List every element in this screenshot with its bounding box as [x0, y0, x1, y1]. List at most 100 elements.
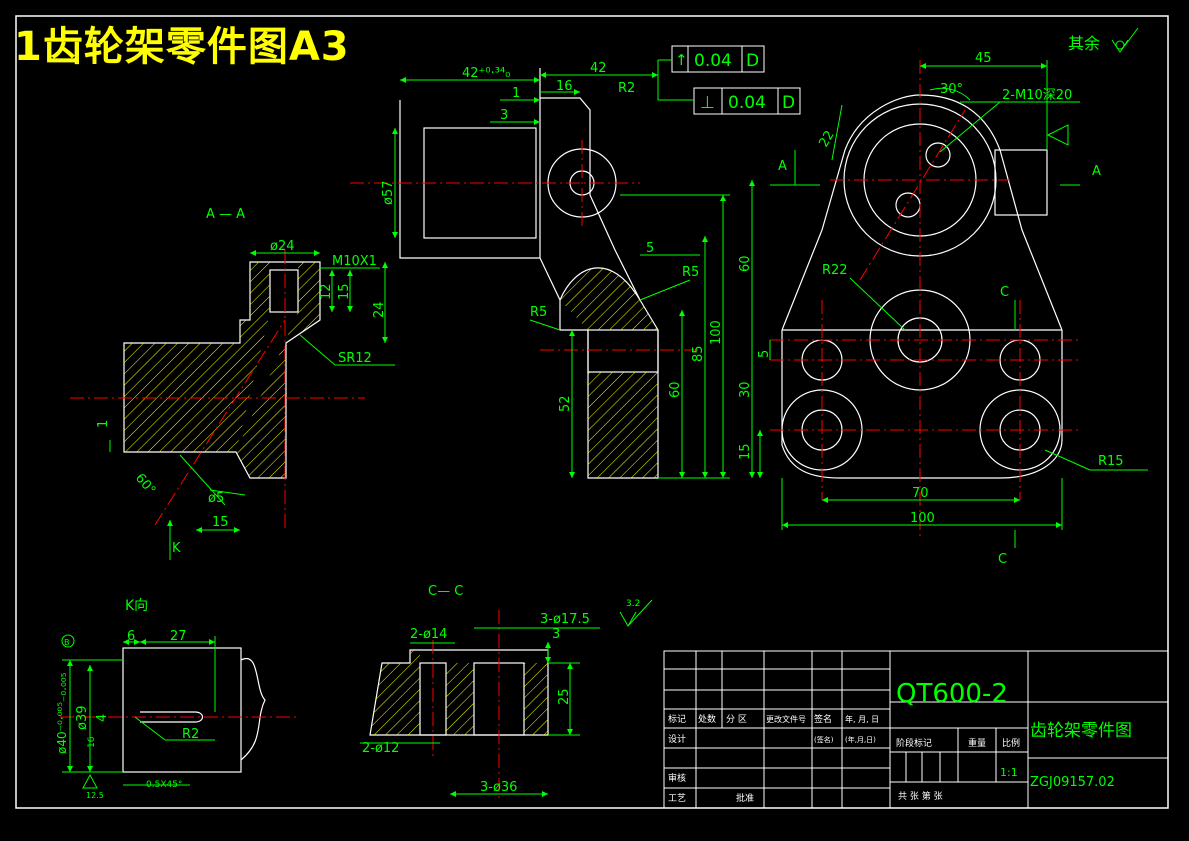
front-view-centerlines	[770, 60, 1080, 540]
svg-text:阶段标记: 阶段标记	[896, 737, 932, 749]
svg-text:R2: R2	[182, 727, 199, 742]
svg-text:3.2: 3.2	[626, 599, 640, 609]
section-aa-hatch	[124, 262, 320, 478]
svg-text:3: 3	[552, 627, 560, 642]
svg-text:ø24: ø24	[270, 239, 295, 254]
svg-text:工艺: 工艺	[668, 793, 686, 804]
section-cc-hatch	[370, 650, 548, 735]
svg-text:1: 1	[96, 420, 111, 428]
section-aa-dim-text: ø24 M10X1 12 15 24 SR12 1 60° ø5 15 K	[96, 239, 387, 556]
outer-frame	[15, 15, 1169, 809]
svg-text:6: 6	[127, 629, 135, 644]
svg-text:3: 3	[500, 108, 508, 123]
svg-text:A: A	[1092, 164, 1101, 179]
svg-text:(年,月,日): (年,月,日)	[845, 735, 876, 744]
svg-text:45: 45	[975, 51, 992, 66]
section-cc-dims	[360, 599, 653, 797]
svg-text:12: 12	[319, 283, 334, 300]
svg-text:ø39: ø39	[75, 706, 90, 731]
svg-text:D: D	[746, 51, 759, 71]
svg-text:ø57: ø57	[381, 181, 396, 206]
svg-text:分 区: 分 区	[726, 714, 747, 725]
title-block-text: QT600-2 齿轮架零件图 ZGJ09157.02 1:1 标记 处数 分 区…	[668, 679, 1132, 804]
svg-text:处数: 处数	[698, 713, 716, 725]
svg-text:5: 5	[757, 350, 772, 358]
svg-text:C: C	[1000, 285, 1009, 300]
sheet-title: 1齿轮架零件图A3	[14, 24, 350, 70]
section-cc-dim-text: 2-ø14 3-ø17.5 3 25 2-ø12 3-ø36 3.2	[362, 599, 640, 795]
svg-text:70: 70	[912, 486, 929, 501]
svg-text:共 张 第 张: 共 张 第 张	[898, 790, 943, 802]
svg-text:ø40⁻⁰·⁰⁰⁵₋₀.₀₀₅: ø40⁻⁰·⁰⁰⁵₋₀.₀₀₅	[55, 672, 69, 754]
svg-text:15: 15	[212, 515, 229, 530]
section-aa-label: A — A	[206, 207, 245, 222]
svg-text:B: B	[64, 638, 70, 647]
svg-text:⊥: ⊥	[700, 93, 715, 113]
svg-text:85: 85	[691, 345, 706, 362]
tolerance-frame-2: ⊥ 0.04 D	[658, 87, 801, 115]
svg-text:100: 100	[910, 511, 935, 526]
svg-text:30: 30	[738, 381, 753, 398]
svg-text:K: K	[172, 541, 181, 556]
svg-text:0.04: 0.04	[728, 93, 766, 113]
svg-text:R5: R5	[530, 305, 547, 320]
svg-text:15: 15	[337, 283, 352, 300]
material-label: QT600-2	[896, 679, 1008, 709]
side-view-centerlines	[350, 140, 700, 351]
svg-text:年, 月, 日: 年, 月, 日	[845, 714, 879, 724]
roughness-note: 其余	[1068, 27, 1139, 53]
svg-text:0.04: 0.04	[694, 51, 732, 71]
svg-text:2-ø14: 2-ø14	[410, 627, 447, 642]
svg-text:100: 100	[709, 320, 724, 345]
svg-text:其余: 其余	[1068, 34, 1100, 53]
section-cc-centerlines	[432, 610, 500, 800]
svg-text:重量: 重量	[968, 737, 986, 749]
roughness-mark-right	[1046, 124, 1069, 146]
svg-text:↑: ↑	[675, 51, 688, 69]
k-view-dims	[61, 634, 216, 789]
svg-text:审核: 审核	[668, 772, 686, 784]
svg-text:ø5: ø5	[208, 491, 224, 506]
svg-text:60°: 60°	[132, 471, 158, 498]
title-block	[663, 650, 1169, 809]
svg-text:24: 24	[372, 301, 387, 318]
tolerance-frame-1: ↑ 0.04 D	[658, 45, 765, 73]
section-aa-centerlines	[70, 250, 365, 530]
svg-text:签名: 签名	[814, 713, 832, 725]
k-view-dim-text: 6 27 ø40⁻⁰·⁰⁰⁵₋₀.₀₀₅ ø39 4 16 R2 0.5X45°…	[55, 629, 199, 800]
svg-text:更改文件号: 更改文件号	[766, 714, 806, 724]
k-view	[122, 647, 266, 773]
svg-text:C: C	[998, 552, 1007, 567]
side-view-dims	[392, 60, 730, 479]
svg-text:42: 42	[590, 61, 607, 76]
svg-text:4: 4	[95, 714, 110, 722]
svg-text:R5: R5	[682, 265, 699, 280]
svg-text:2-M10深20: 2-M10深20	[1002, 88, 1072, 103]
svg-text:52: 52	[558, 395, 573, 412]
svg-text:A: A	[778, 159, 787, 174]
side-view-dim-text: 42⁺⁰·³⁴₀ 42 16 1 3 R2 ø57 5 R5 R5 100 85…	[381, 61, 724, 412]
section-cc-label: C— C	[428, 584, 463, 599]
svg-text:M10X1: M10X1	[332, 254, 377, 269]
svg-text:22: 22	[816, 128, 837, 150]
svg-text:0.5X45°: 0.5X45°	[146, 780, 182, 790]
front-view-dim-text: 45 30° 2-M10深20 22 R22 60 5 30 15 70 100…	[738, 51, 1124, 567]
svg-text:设计: 设计	[668, 733, 686, 745]
drawing-number: ZGJ09157.02	[1030, 775, 1115, 790]
svg-text:R22: R22	[822, 263, 848, 278]
svg-text:27: 27	[170, 629, 187, 644]
svg-text:5: 5	[646, 241, 654, 256]
svg-text:16: 16	[87, 736, 97, 748]
side-view-hatch	[560, 267, 658, 478]
svg-text:(签名): (签名)	[814, 735, 834, 744]
svg-text:12.5: 12.5	[86, 791, 104, 800]
svg-text:2-ø12: 2-ø12	[362, 741, 399, 756]
part-name: 齿轮架零件图	[1030, 721, 1132, 741]
svg-text:60: 60	[668, 381, 683, 398]
section-aa-dims	[109, 250, 395, 560]
svg-text:R2: R2	[618, 81, 635, 96]
svg-text:D: D	[782, 93, 795, 113]
svg-text:25: 25	[557, 688, 572, 705]
svg-text:16: 16	[556, 79, 573, 94]
